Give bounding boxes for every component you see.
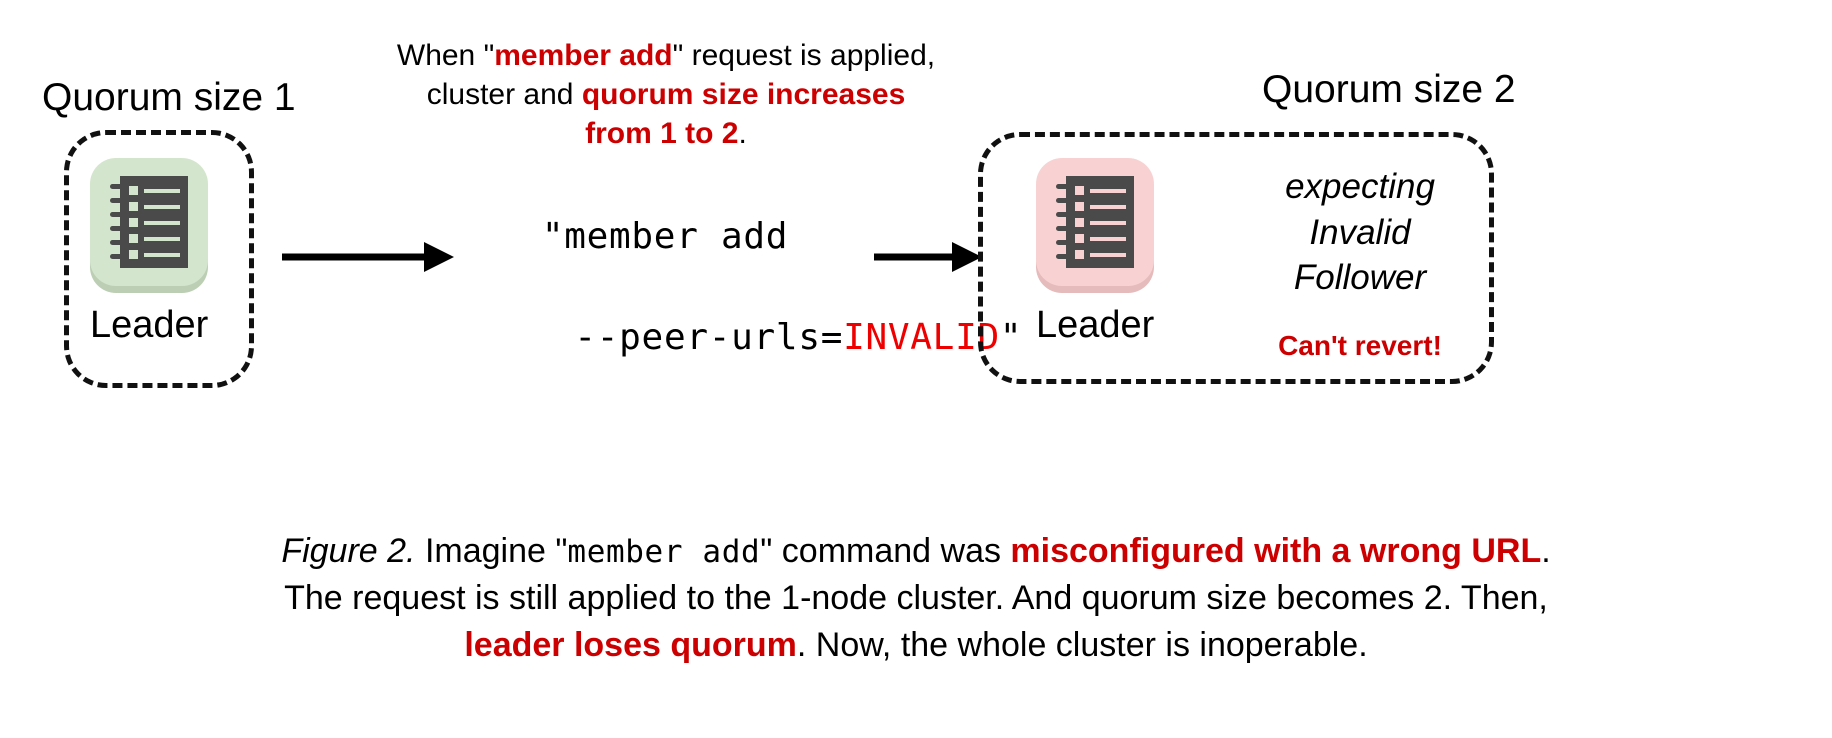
caption-highlight-1: misconfigured with a wrong URL	[1010, 532, 1542, 570]
caption-command-inline: member add	[567, 534, 761, 570]
top-note-l2a: cluster and	[426, 78, 582, 111]
caption-line-1: Figure 2. Imagine "member add" command w…	[60, 528, 1772, 575]
command-line-1: "member add	[541, 216, 789, 257]
top-note-l3a: from 1 to 2	[585, 117, 739, 150]
command-flag: --peer-urls=	[574, 316, 844, 358]
expect-line-3: Follower	[1293, 258, 1427, 297]
command-invalid-value: INVALID	[843, 316, 1000, 358]
right-cluster-boundary	[978, 132, 1494, 384]
flow-arrow-left	[282, 240, 454, 274]
expect-line-2: Invalid	[1309, 212, 1411, 252]
top-note-l1c: " request is applied,	[672, 39, 936, 72]
caption-l1b: Imagine "	[415, 532, 568, 570]
top-annotation-line-3: from 1 to 2.	[356, 114, 976, 153]
caption-line-2: The request is still applied to the 1-no…	[284, 578, 1548, 617]
top-note-l1b: member add	[494, 39, 673, 72]
caption-l1d: " command was	[760, 532, 1011, 570]
top-annotation: When "member add" request is applied, cl…	[356, 36, 976, 153]
cant-revert-warning: Can't revert!	[1278, 330, 1442, 361]
command-text: "member add --peer-urls=INVALID"	[440, 212, 1022, 414]
caption-highlight-2: leader loses quorum	[464, 625, 797, 664]
left-cluster-boundary	[64, 130, 254, 388]
command-line-2: --peer-urls=INVALID"	[440, 262, 1021, 413]
ledger-node-icon	[90, 158, 209, 286]
right-quorum-size-label: Quorum size 2	[1262, 68, 1516, 111]
flow-arrow-right	[874, 240, 982, 274]
left-quorum-size-label: Quorum size 1	[42, 76, 296, 119]
caption-line-3: leader loses quorum. Now, the whole clus…	[60, 622, 1772, 669]
top-note-l2b: quorum size increases	[581, 78, 906, 111]
right-leader-node: Leader	[1036, 158, 1154, 344]
left-leader-node: Leader	[90, 158, 208, 344]
expect-line-1: expecting	[1285, 167, 1435, 206]
ledger-node-icon	[1036, 158, 1155, 286]
caption-l1f: .	[1541, 532, 1551, 570]
top-note-l3b: .	[738, 117, 747, 150]
caption-l3b: . Now, the whole cluster is inoperable.	[796, 625, 1368, 664]
figure-caption: Figure 2. Imagine "member add" command w…	[60, 528, 1772, 669]
left-node-caption: Leader	[90, 304, 209, 346]
top-annotation-line-1: When "member add" request is applied,	[356, 36, 976, 75]
figure-number: Figure 2.	[281, 532, 416, 570]
expecting-follower-note: expecting Invalid Follower	[1248, 164, 1472, 301]
top-note-l1a: When "	[396, 39, 495, 72]
right-node-caption: Leader	[1036, 304, 1155, 346]
top-annotation-line-2: cluster and quorum size increases	[356, 75, 976, 114]
